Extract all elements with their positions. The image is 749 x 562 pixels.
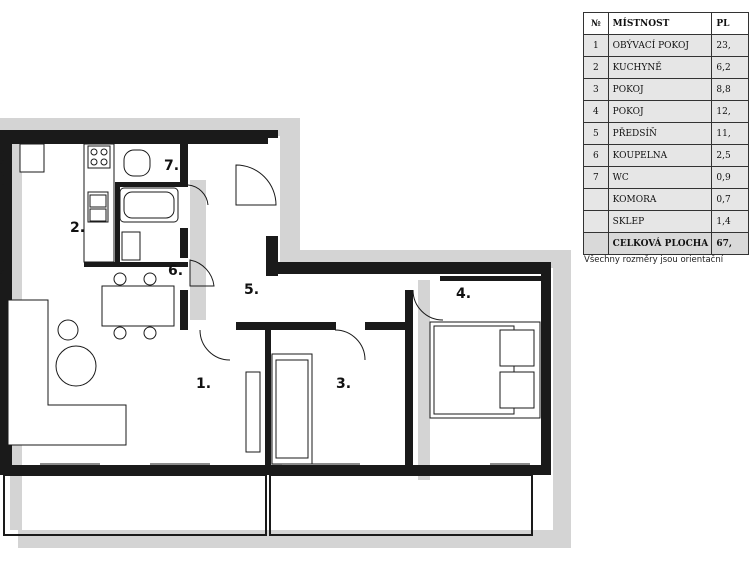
cell-area: 0,7 [711, 188, 749, 211]
cell-number: 6 [583, 144, 609, 167]
cell-room: PŘEDSÍŇ [607, 122, 713, 145]
table-row: 6 KOUPELNA 2,5 [583, 144, 749, 167]
cell-room: WC [607, 166, 713, 189]
cell-area: 0,9 [711, 166, 749, 189]
doors [187, 164, 444, 361]
cell-area: 23, [711, 34, 749, 57]
table-row: 4 POKOJ 12, [583, 100, 749, 123]
cell-area: 2,5 [711, 144, 749, 167]
terrace [3, 474, 533, 536]
room-label-3: 3. [336, 376, 351, 392]
cell-area: 11, [711, 122, 749, 145]
cell-number: 5 [583, 122, 609, 145]
cell-number [583, 188, 609, 211]
table-row: 5 PŘEDSÍŇ 11, [583, 122, 749, 145]
bathroom-fixtures [119, 149, 179, 261]
cell-room: KUCHYNĚ [607, 56, 713, 79]
cell-number: 4 [583, 100, 609, 123]
cell-room: POKOJ [607, 100, 713, 123]
dimensions-note: Všechny rozměry jsou orientační [584, 255, 724, 265]
room-label-2: 2. [70, 220, 85, 236]
room-label-7: 7. [164, 158, 179, 174]
room-label-1: 1. [196, 376, 211, 392]
room3-sofa [271, 353, 313, 465]
cell-number [583, 210, 609, 233]
windows [0, 149, 530, 465]
cell-room: POKOJ [607, 78, 713, 101]
table-row: 2 KUCHYNĚ 6,2 [583, 56, 749, 79]
table-header-row: № MÍSTNOST PL [583, 12, 749, 35]
cell-number: 1 [583, 34, 609, 57]
room-label-6: 6. [168, 263, 183, 279]
table-row: KOMORA 0,7 [583, 188, 749, 211]
table-total-row: CELKOVÁ PLOCHA 67, [583, 232, 749, 255]
cell-number [583, 232, 609, 255]
cell-area: 67, [711, 232, 749, 255]
dining-table [101, 272, 175, 340]
table-row: 3 POKOJ 8,8 [583, 78, 749, 101]
cell-number: 2 [583, 56, 609, 79]
header-number: № [583, 12, 609, 35]
cell-room: KOMORA [607, 188, 713, 211]
floor-plan: 1. 2. 3. 4. 5. 6. 7. [0, 118, 571, 548]
table-row: SKLEP 1,4 [583, 210, 749, 233]
room-label-4: 4. [456, 286, 471, 302]
table-row: 1 OBÝVACÍ POKOJ 23, [583, 34, 749, 57]
room4-bed [429, 321, 541, 419]
header-area: PL [711, 12, 749, 35]
tv-unit [245, 371, 261, 453]
header-room: MÍSTNOST [607, 12, 713, 35]
cell-area: 6,2 [711, 56, 749, 79]
room-area-table: № MÍSTNOST PL 1 OBÝVACÍ POKOJ 23, 2 KUCH… [583, 12, 749, 255]
cell-area: 8,8 [711, 78, 749, 101]
cell-room: CELKOVÁ PLOCHA [607, 232, 713, 255]
cell-area: 1,4 [711, 210, 749, 233]
cell-room: OBÝVACÍ POKOJ [607, 34, 713, 57]
exterior-walls [0, 130, 551, 475]
cell-room: SKLEP [607, 210, 713, 233]
interior-walls [84, 144, 545, 468]
table-row: 7 WC 0,9 [583, 166, 749, 189]
cell-number: 7 [583, 166, 609, 189]
room-label-5: 5. [244, 282, 259, 298]
cell-room: KOUPELNA [607, 144, 713, 167]
cell-number: 3 [583, 78, 609, 101]
kitchen-counter [19, 143, 115, 263]
cell-area: 12, [711, 100, 749, 123]
sofa [7, 299, 127, 446]
